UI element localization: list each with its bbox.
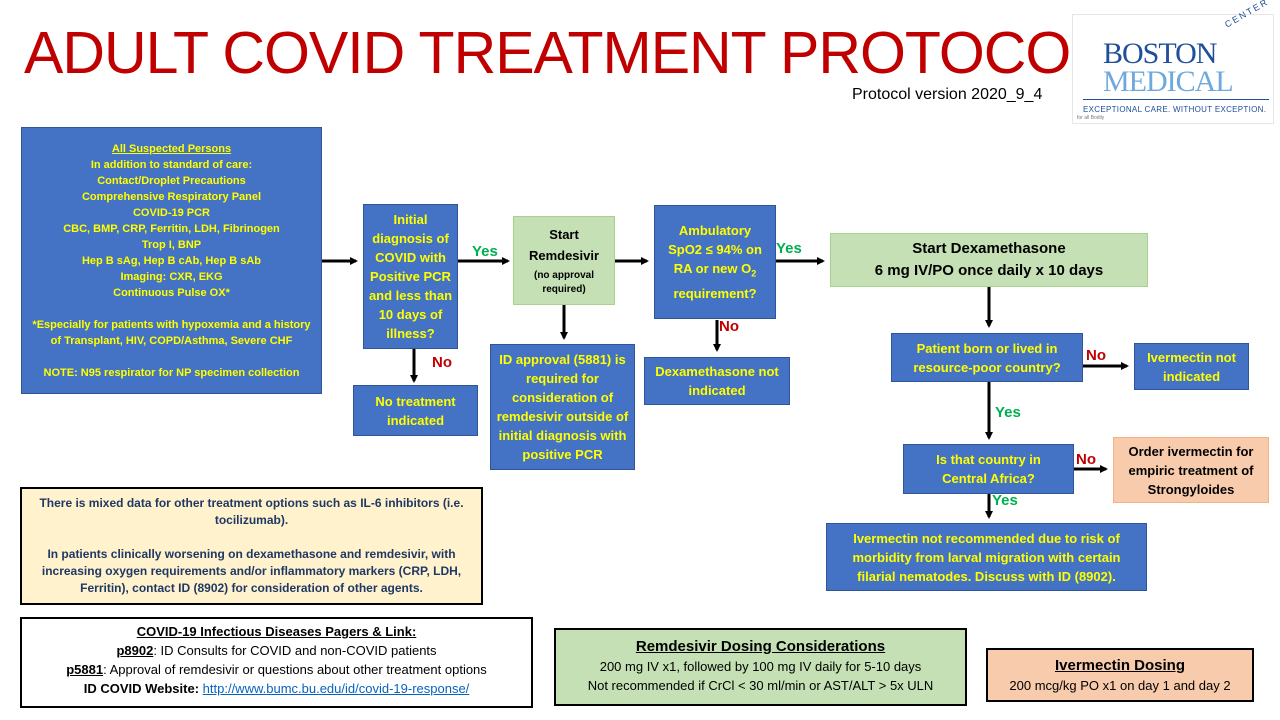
- no-treatment-text: No treatment indicated: [375, 393, 456, 428]
- order-ivermectin-box: Order ivermectin for empiric treatment o…: [1113, 437, 1269, 503]
- pagers-box: COVID-19 Infectious Diseases Pagers & Li…: [20, 617, 533, 708]
- suspected-line: COVID-19 PCR: [132, 206, 211, 219]
- pager-5881: p5881: Approval of remdesivir or questio…: [66, 662, 487, 677]
- no-treatment-box: No treatment indicated: [353, 385, 478, 436]
- boston-medical-logo: CENTER BOSTON MEDICAL EXCEPTIONAL CARE. …: [1072, 0, 1274, 124]
- ambulatory-text: Ambulatory SpO2 ≤ 94% on RA or new O2 re…: [668, 223, 762, 301]
- ivermectin-dosing-title: Ivermectin Dosing: [1054, 657, 1186, 674]
- logo-line2: MEDICAL: [1103, 65, 1234, 98]
- dexa-not-text: Dexamethasone not indicated: [655, 364, 779, 398]
- id-covid-website-link[interactable]: http://www.bumc.bu.edu/id/covid-19-respo…: [202, 681, 470, 696]
- suspected-heading: All Suspected Persons: [111, 142, 232, 155]
- dexamethasone-dose: 6 mg IV/PO once daily x 10 days: [874, 262, 1104, 279]
- mixed-data-p2: In patients clinically worsening on dexa…: [41, 547, 462, 595]
- ivermectin-dosing-box: Ivermectin Dosing 200 mcg/kg PO x1 on da…: [986, 648, 1254, 702]
- suspected-line: Comprehensive Respiratory Panel: [81, 190, 262, 203]
- protocol-version: Protocol version 2020_9_4: [852, 86, 1043, 103]
- initial-diagnosis-text: Initial diagnosis of COVID with Positive…: [368, 212, 453, 341]
- suspected-persons-box: All Suspected Persons In addition to sta…: [21, 127, 322, 394]
- remdesivir-sub: (no approval required): [533, 270, 594, 295]
- suspected-line: Trop I, BNP: [141, 238, 202, 251]
- pager-8902: p8902: ID Consults for COVID and non-COV…: [116, 643, 437, 658]
- resource-poor-text: Patient born or lived in resource-poor c…: [913, 340, 1061, 375]
- logo-divider: [1083, 99, 1269, 100]
- logo-tagline: EXCEPTIONAL CARE. WITHOUT EXCEPTION.: [1083, 105, 1267, 114]
- dexa-not-indicated-box: Dexamethasone not indicated: [644, 357, 790, 405]
- suspected-line: In addition to standard of care:: [90, 158, 253, 171]
- resource-poor-box: Patient born or lived in resource-poor c…: [891, 333, 1083, 382]
- iver-not-rec-text: Ivermectin not recommended due to risk o…: [852, 530, 1121, 584]
- suspected-line: Continuous Pulse OX*: [113, 286, 230, 299]
- iver-not-text: Ivermectin not indicated: [1147, 349, 1236, 384]
- mixed-data-p1: There is mixed data for other treatment …: [39, 496, 464, 527]
- logo-small-text: for all Bodily: [1077, 115, 1105, 121]
- remdesivir-title: Start Remdesivir: [528, 227, 600, 263]
- yes-label: Yes: [992, 492, 1018, 509]
- mixed-data-note: There is mixed data for other treatment …: [20, 487, 483, 605]
- remdesivir-dosing-title: Remdesivir Dosing Considerations: [635, 638, 886, 655]
- central-africa-text: Is that country in Central Africa?: [936, 452, 1041, 486]
- suspected-line: Hep B sAg, Hep B cAb, Hep B sAb: [81, 254, 262, 267]
- ivermectin-dosing-line: 200 mcg/kg PO x1 on day 1 and day 2: [1009, 678, 1231, 693]
- remdesivir-dosing-line: 200 mg IV x1, followed by 100 mg IV dail…: [599, 659, 922, 674]
- suspected-note: *Especially for patients with hypoxemia …: [32, 318, 311, 347]
- yes-label: Yes: [995, 404, 1021, 421]
- ivermectin-not-indicated-box: Ivermectin not indicated: [1134, 343, 1249, 390]
- start-remdesivir-box: Start Remdesivir (no approval required): [513, 216, 615, 305]
- website-row: ID COVID Website: http://www.bumc.bu.edu…: [83, 681, 470, 696]
- suspected-line: Imaging: CXR, EKG: [120, 270, 223, 283]
- suspected-n95-note: NOTE: N95 respirator for NP specimen col…: [43, 366, 300, 379]
- no-label: No: [1076, 451, 1096, 468]
- remdesivir-dosing-box: Remdesivir Dosing Considerations 200 mg …: [554, 628, 967, 706]
- no-label: No: [1086, 347, 1106, 364]
- ambulatory-spo2-box: Ambulatory SpO2 ≤ 94% on RA or new O2 re…: [654, 205, 776, 319]
- logo-line1: BOSTON: [1103, 37, 1217, 70]
- remdesivir-dosing-line: Not recommended if CrCl < 30 ml/min or A…: [587, 678, 934, 693]
- id-approval-box: ID approval (5881) is required for consi…: [490, 344, 635, 470]
- no-label: No: [432, 354, 452, 371]
- id-approval-text: ID approval (5881) is required for consi…: [496, 352, 629, 462]
- yes-label: Yes: [776, 240, 802, 257]
- ivermectin-not-recommended-box: Ivermectin not recommended due to risk o…: [826, 523, 1147, 591]
- yes-label: Yes: [472, 243, 498, 260]
- pagers-title: COVID-19 Infectious Diseases Pagers & Li…: [136, 624, 417, 639]
- suspected-line: CBC, BMP, CRP, Ferritin, LDH, Fibrinogen: [63, 222, 280, 235]
- central-africa-box: Is that country in Central Africa?: [903, 444, 1074, 494]
- dexamethasone-title: Start Dexamethasone: [912, 240, 1066, 257]
- initial-diagnosis-box: Initial diagnosis of COVID with Positive…: [363, 204, 458, 349]
- order-iver-text: Order ivermectin for empiric treatment o…: [1128, 443, 1254, 497]
- suspected-line: Contact/Droplet Precautions: [97, 174, 246, 187]
- page-title: ADULT COVID TREATMENT PROTOCOL: [24, 20, 1103, 86]
- start-dexamethasone-box: Start Dexamethasone 6 mg IV/PO once dail…: [830, 233, 1148, 287]
- no-label: No: [719, 318, 739, 335]
